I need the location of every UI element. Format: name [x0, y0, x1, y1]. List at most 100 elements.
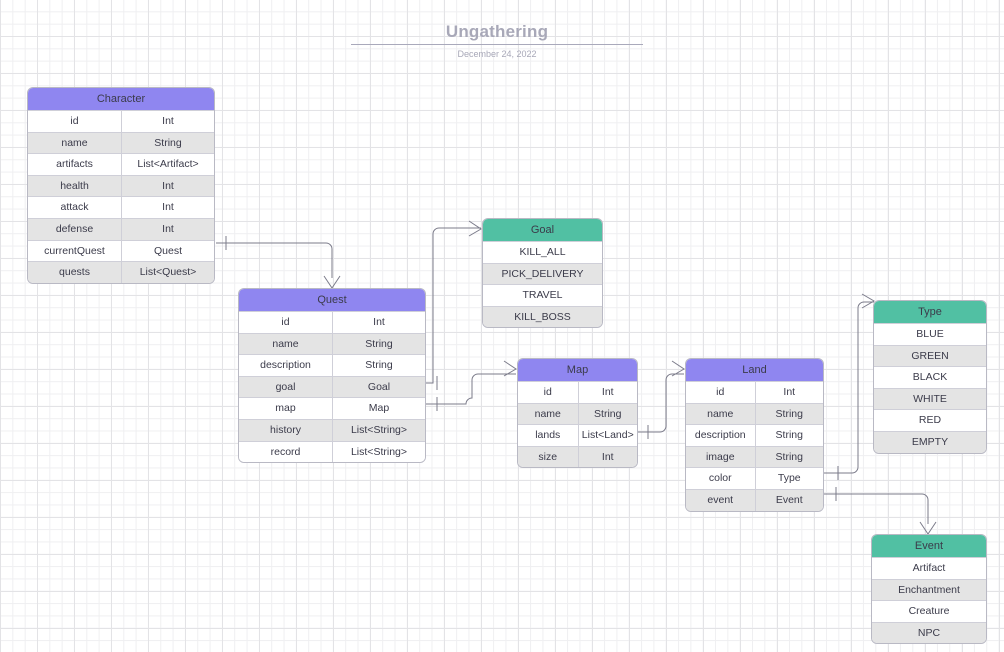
enum-value: KILL_BOSS: [514, 310, 571, 323]
field-name: id: [518, 382, 579, 403]
list-item: GREEN: [874, 344, 986, 367]
field-type: String: [775, 429, 803, 442]
field-type: String: [775, 407, 803, 420]
entity-header-land: Land: [686, 359, 823, 381]
field-type: Int: [162, 201, 174, 214]
list-item: BLUE: [874, 323, 986, 345]
relationship-map-land: [638, 360, 685, 439]
table-row: name String: [239, 332, 425, 355]
entity-body-character: id Int name String artifacts List<Artifa…: [28, 110, 214, 283]
field-name: name: [518, 403, 579, 425]
table-row: artifacts List<Artifact>: [28, 153, 214, 175]
table-row: id Int: [686, 381, 823, 403]
field-type: Int: [162, 222, 174, 235]
field-type: String: [594, 407, 622, 420]
field-name: event: [686, 489, 756, 511]
entity-header-quest: Quest: [239, 289, 425, 311]
entity-body-quest: id Int name String description String go…: [239, 311, 425, 463]
table-row: name String: [686, 402, 823, 425]
enum-value: BLACK: [912, 371, 948, 384]
field-type: Int: [373, 316, 385, 328]
field-name: attack: [28, 197, 122, 218]
title-divider: [351, 44, 643, 45]
field-type: List<Land>: [581, 429, 634, 442]
field-type: Quest: [153, 244, 182, 257]
entity-body-event: Artifact Enchantment Creature NPC: [872, 557, 986, 644]
table-row: history List<String>: [239, 418, 425, 441]
table-row: currentQuest Quest: [28, 239, 214, 262]
list-item: WHITE: [874, 387, 986, 410]
entity-body-type: BLUE GREEN BLACK WHITE RED EMPTY: [874, 323, 986, 453]
enum-value: BLUE: [916, 328, 944, 340]
table-row: color Type: [686, 467, 823, 489]
table-row: health Int: [28, 174, 214, 197]
entity-land[interactable]: Land id Int name String description Stri…: [685, 358, 824, 512]
entity-quest[interactable]: Quest id Int name String description Str…: [238, 288, 426, 464]
field-type: String: [775, 450, 803, 463]
field-name: image: [686, 446, 756, 468]
relationship-quest-map: [426, 360, 517, 411]
enum-value: RED: [918, 414, 942, 427]
field-name: quests: [28, 262, 122, 283]
table-row: id Int: [239, 311, 425, 333]
field-name: name: [686, 403, 756, 425]
entity-body-goal: KILL_ALL PICK_DELIVERY TRAVEL KILL_BOSS: [483, 241, 602, 328]
page-subtitle: December 24, 2022: [457, 49, 537, 59]
relationship-character-quest: [216, 236, 341, 289]
table-row: name String: [28, 131, 214, 154]
field-name: artifacts: [28, 154, 122, 175]
table-row: size Int: [518, 445, 637, 468]
enum-value: EMPTY: [911, 435, 949, 448]
entity-map[interactable]: Map id Int name String lands List<Land> …: [517, 358, 638, 469]
entity-header-map: Map: [518, 359, 637, 381]
entity-event[interactable]: Event Artifact Enchantment Creature NPC: [871, 534, 987, 645]
enum-value: Artifact: [912, 562, 946, 574]
field-type: Int: [601, 450, 614, 463]
page-title: Ungathering: [445, 22, 549, 41]
field-type: Type: [777, 472, 801, 485]
field-name: record: [239, 441, 333, 463]
table-row: map Map: [239, 397, 425, 419]
diagram-title-block: Ungathering December 24, 2022: [347, 22, 647, 60]
field-name: id: [686, 382, 756, 403]
field-name: health: [28, 175, 122, 197]
relationship-land-event: [824, 487, 937, 535]
field-name: goal: [239, 376, 333, 398]
field-type: Int: [601, 386, 614, 398]
entity-goal[interactable]: Goal KILL_ALL PICK_DELIVERY TRAVEL KILL_…: [482, 218, 603, 329]
entity-type[interactable]: Type BLUE GREEN BLACK WHITE RED EMPTY: [873, 300, 987, 454]
table-row: record List<String>: [239, 440, 425, 463]
field-type: String: [154, 136, 182, 149]
table-row: id Int: [28, 110, 214, 132]
field-type: String: [365, 337, 393, 350]
crowsfoot-many: [503, 360, 517, 377]
entity-body-map: id Int name String lands List<Land> size…: [518, 381, 637, 468]
list-item: KILL_ALL: [483, 241, 602, 263]
field-type: Goal: [367, 380, 391, 393]
list-item: Enchantment: [872, 578, 986, 601]
enum-value: TRAVEL: [522, 289, 563, 302]
relationship-quest-goal: [426, 220, 482, 390]
list-item: KILL_BOSS: [483, 305, 602, 328]
field-type: List<Artifact>: [137, 158, 199, 171]
field-type: List<String>: [350, 445, 408, 458]
table-row: lands List<Land>: [518, 424, 637, 446]
entity-header-event: Event: [872, 535, 986, 557]
list-item: Artifact: [872, 557, 986, 579]
field-name: size: [518, 446, 579, 468]
enum-value: PICK_DELIVERY: [501, 267, 584, 280]
table-row: description String: [686, 424, 823, 446]
field-name: lands: [518, 425, 579, 446]
field-name: description: [686, 425, 756, 446]
field-type: Map: [368, 402, 390, 415]
list-item: NPC: [872, 621, 986, 644]
field-name: id: [28, 111, 122, 132]
table-row: quests List<Quest>: [28, 261, 214, 283]
enum-value: Creature: [908, 605, 950, 618]
field-type: Int: [162, 115, 174, 127]
table-row: name String: [518, 402, 637, 425]
relationship-land-type: [824, 293, 875, 480]
entity-character[interactable]: Character id Int name String artifacts L…: [27, 87, 215, 284]
field-name: map: [239, 398, 333, 419]
